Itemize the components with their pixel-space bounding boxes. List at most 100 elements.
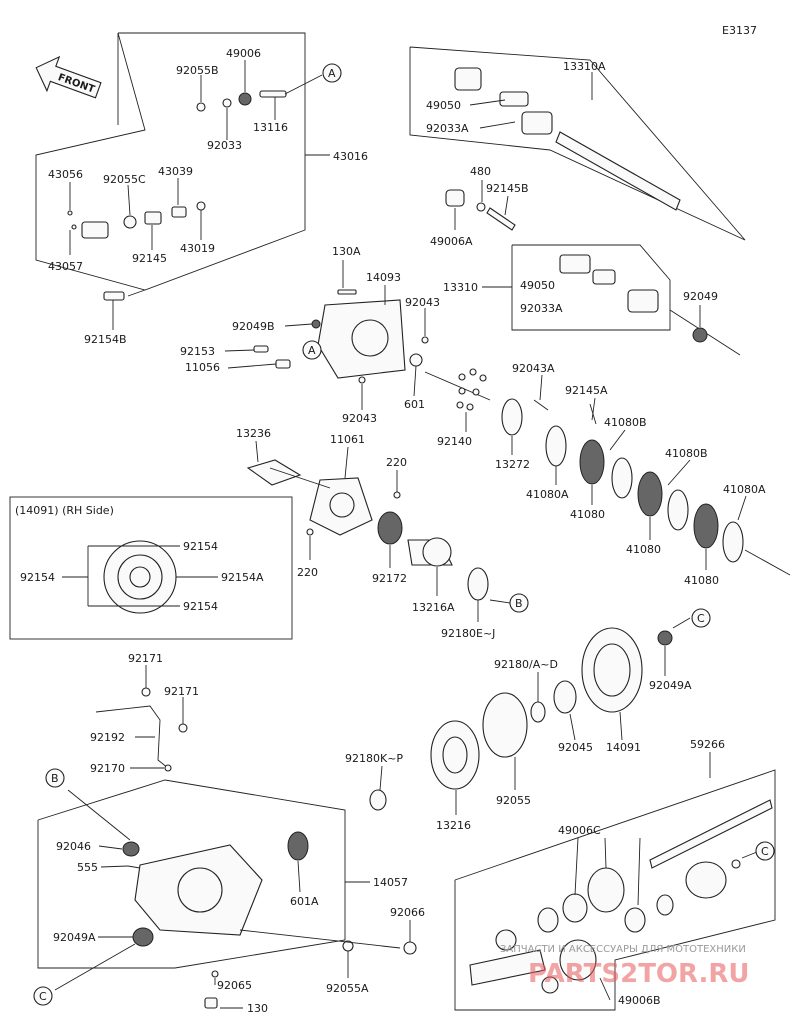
svg-text:C: C: [761, 845, 769, 858]
svg-text:A: A: [328, 67, 336, 80]
part-shapes-13216: [369, 720, 480, 811]
callout-b-bottom: B: [45, 768, 65, 788]
label-13310A: 13310A: [563, 60, 606, 73]
label-92192: 92192: [90, 731, 125, 744]
frame-14057: [37, 779, 346, 969]
leader-callout-c-top: [672, 617, 691, 629]
label-92055C: 92055C: [103, 173, 146, 186]
label-92033A-b: 92033A: [520, 302, 563, 315]
leader-49006C-b: [604, 837, 607, 869]
label-130A: 130A: [332, 245, 361, 258]
label-43019: 43019: [180, 242, 215, 255]
label-92172: 92172: [372, 572, 407, 585]
label-601: 601: [404, 398, 425, 411]
part-shapes-11061: [246, 459, 401, 536]
leader-callout-c-right: [741, 851, 758, 859]
label-41080-a: 41080: [570, 508, 605, 521]
leaders-clutch: [465, 374, 747, 570]
label-41080-b: 41080: [626, 543, 661, 556]
watermark-logo: PARTS2TOR.RU: [528, 959, 750, 989]
label-43016: 43016: [333, 150, 368, 163]
label-49006A: 49006A: [430, 235, 473, 248]
label-92154-top: 92154: [183, 540, 218, 553]
part-shapes-breather: [95, 687, 188, 772]
label-92154-bottom: 92154: [183, 600, 218, 613]
label-13236: 13236: [236, 427, 271, 440]
leaders-43016: [69, 60, 330, 330]
leader-92180KP: [379, 765, 383, 791]
callout-c-top: C: [691, 608, 711, 628]
leader-callout-b: [489, 599, 511, 604]
leader-13236: [255, 440, 259, 463]
label-92033A-a: 92033A: [426, 122, 469, 135]
svg-text:C: C: [697, 612, 705, 625]
label-220-a: 220: [386, 456, 407, 469]
label-220-b: 220: [297, 566, 318, 579]
label-92066: 92066: [390, 906, 425, 919]
label-49006C: 49006C: [558, 824, 601, 837]
label-92154-left: 92154: [20, 571, 55, 584]
callout-a-top: A: [322, 63, 342, 83]
label-92049: 92049: [683, 290, 718, 303]
label-92043-a: 92043: [405, 296, 440, 309]
label-92055B: 92055B: [176, 64, 219, 77]
label-41080A-1: 41080A: [526, 488, 569, 501]
label-49050-a: 49050: [426, 99, 461, 112]
label-92055: 92055: [496, 794, 531, 807]
label-480: 480: [470, 165, 491, 178]
label-41080-c: 41080: [684, 574, 719, 587]
label-92043-b: 92043: [342, 412, 377, 425]
svg-text:C: C: [39, 990, 47, 1003]
label-49006B: 49006B: [618, 994, 661, 1007]
label-43039: 43039: [158, 165, 193, 178]
leader-92045: [569, 713, 576, 741]
label-43057: 43057: [48, 260, 83, 273]
label-92145A: 92145A: [565, 384, 608, 397]
svg-text:B: B: [515, 597, 523, 610]
label-92145: 92145: [132, 252, 167, 265]
part-shapes-13310: [559, 254, 708, 343]
label-59266: 59266: [690, 738, 725, 751]
label-92171-b: 92171: [164, 685, 199, 698]
label-601A: 601A: [290, 895, 319, 908]
label-92180EJ: 92180E~J: [441, 627, 495, 640]
leaders-14093: [224, 260, 426, 410]
label-92140: 92140: [437, 435, 472, 448]
label-92154B: 92154B: [84, 333, 127, 346]
label-13116: 13116: [253, 121, 288, 134]
label-92043A: 92043A: [512, 362, 555, 375]
label-92170: 92170: [90, 762, 125, 775]
label-92049B: 92049B: [232, 320, 275, 333]
leaders-13310A: [469, 72, 593, 129]
label-11056: 11056: [185, 361, 220, 374]
diagram-code: E3137: [722, 24, 757, 37]
label-14091: 14091: [606, 741, 641, 754]
part-shapes-clutch: [456, 368, 791, 576]
label-92145B: 92145B: [486, 182, 529, 195]
callout-c-right: C: [755, 841, 775, 861]
rh-side-label: (14091) (RH Side): [15, 504, 114, 517]
label-14093: 14093: [366, 271, 401, 284]
leader-92145B: [504, 195, 509, 216]
label-11061: 11061: [330, 433, 365, 446]
label-92033: 92033: [207, 139, 242, 152]
label-49050-b: 49050: [520, 279, 555, 292]
label-41080B-b: 41080B: [665, 447, 708, 460]
callout-c-bottom: C: [33, 986, 53, 1006]
label-13216: 13216: [436, 819, 471, 832]
part-shapes-59266: [469, 799, 773, 994]
part-shapes-14091: [482, 627, 673, 758]
part-shapes-13310A: [454, 67, 681, 211]
part-shapes-480-group: [445, 189, 516, 231]
label-555: 555: [77, 861, 98, 874]
leader-49006C-c: [637, 837, 641, 906]
leader-49006C-a: [574, 837, 579, 896]
part-shapes-13216A: [377, 511, 489, 601]
label-92046: 92046: [56, 840, 91, 853]
watermark-text: ЗАПЧАСТИ И АКСЕССУАРЫ ДЛЯ МОТОТЕХНИКИ: [500, 944, 746, 955]
label-49006: 49006: [226, 47, 261, 60]
frame-43016: [35, 32, 306, 291]
label-13310: 13310: [443, 281, 478, 294]
label-92049A-bottom: 92049A: [53, 931, 96, 944]
